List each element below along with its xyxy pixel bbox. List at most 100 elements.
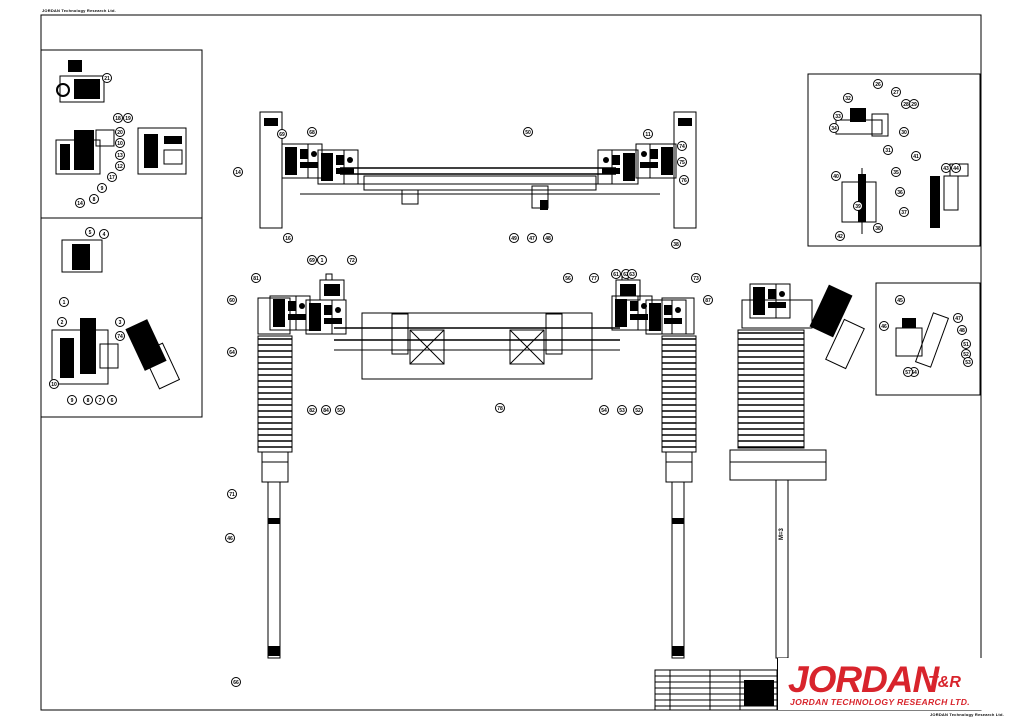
callout-inset-b-6: 6 bbox=[107, 395, 117, 405]
callout-inset-b-1: 1 bbox=[59, 297, 69, 307]
svg-text:8: 8 bbox=[87, 398, 90, 404]
svg-text:76: 76 bbox=[681, 178, 687, 184]
title-block bbox=[654, 669, 778, 711]
side-view-drawing bbox=[729, 283, 865, 659]
svg-text:39: 39 bbox=[855, 204, 861, 210]
right-insulator bbox=[661, 335, 697, 453]
callout-top-view-76: 76 bbox=[679, 175, 689, 185]
callout-inset-c-36: 36 bbox=[895, 187, 905, 197]
svg-text:9: 9 bbox=[101, 186, 104, 192]
svg-text:11: 11 bbox=[645, 132, 651, 138]
front-view-drawing bbox=[257, 273, 697, 659]
svg-text:54: 54 bbox=[601, 408, 607, 414]
callout-inset-c-42: 42 bbox=[835, 231, 845, 241]
svg-text:50: 50 bbox=[525, 130, 531, 136]
svg-text:44: 44 bbox=[953, 166, 959, 172]
callout-top-view-68: 68 bbox=[307, 127, 317, 137]
svg-text:51: 51 bbox=[963, 342, 969, 348]
callout-inset-b-7: 7 bbox=[95, 395, 105, 405]
svg-text:1: 1 bbox=[63, 300, 66, 306]
callout-inset-d-46: 46 bbox=[879, 321, 889, 331]
callout-front-view-77: 77 bbox=[589, 273, 599, 283]
svg-text:41: 41 bbox=[913, 154, 919, 160]
inset-box-c bbox=[807, 73, 981, 247]
svg-text:69: 69 bbox=[309, 258, 315, 264]
svg-text:84: 84 bbox=[323, 408, 329, 414]
inset-d-parts bbox=[895, 312, 950, 368]
callout-inset-c-30: 30 bbox=[899, 127, 909, 137]
callout-top-view-50: 50 bbox=[523, 127, 533, 137]
svg-text:52: 52 bbox=[635, 408, 641, 414]
svg-text:48: 48 bbox=[959, 328, 965, 334]
svg-text:63: 63 bbox=[629, 272, 635, 278]
svg-text:38: 38 bbox=[673, 242, 679, 248]
svg-text:18: 18 bbox=[115, 116, 121, 122]
svg-text:36: 36 bbox=[897, 190, 903, 196]
callout-front-view-82: 82 bbox=[307, 405, 317, 415]
svg-text:7: 7 bbox=[99, 398, 102, 404]
callout-top-view-38: 38 bbox=[671, 239, 681, 249]
inset-b-parts bbox=[51, 239, 181, 390]
callout-inset-c-43: 43 bbox=[941, 163, 951, 173]
svg-text:57: 57 bbox=[905, 370, 911, 376]
callout-front-view-78: 78 bbox=[495, 403, 505, 413]
svg-text:64: 64 bbox=[229, 350, 235, 356]
callout-inset-d-47: 47 bbox=[953, 313, 963, 323]
svg-text:35: 35 bbox=[893, 170, 899, 176]
svg-text:2: 2 bbox=[61, 320, 64, 326]
header-text: JORDAN Technology Research Ltd. bbox=[42, 8, 116, 13]
svg-text:62: 62 bbox=[623, 272, 629, 278]
svg-text:53: 53 bbox=[619, 408, 625, 414]
svg-text:29: 29 bbox=[911, 102, 917, 108]
svg-text:72: 72 bbox=[349, 258, 355, 264]
svg-text:31: 31 bbox=[885, 148, 891, 154]
logo-suffix: T&R bbox=[928, 674, 961, 691]
svg-text:20: 20 bbox=[117, 130, 123, 136]
callout-top-view-49: 49 bbox=[509, 233, 519, 243]
callout-inset-a-19: 19 bbox=[123, 113, 133, 123]
svg-text:46: 46 bbox=[881, 324, 887, 330]
callout-inset-b-2: 2 bbox=[57, 317, 67, 327]
callout-top-view-14: 14 bbox=[233, 167, 243, 177]
callout-inset-c-26: 26 bbox=[873, 79, 883, 89]
callout-inset-d-53: 53 bbox=[963, 357, 973, 367]
callout-inset-a-18: 18 bbox=[113, 113, 123, 123]
callout-inset-c-34: 34 bbox=[829, 123, 839, 133]
callout-inset-c-38: 38 bbox=[873, 223, 883, 233]
callout-front-view-71: 71 bbox=[227, 489, 237, 499]
svg-text:13: 13 bbox=[117, 153, 123, 159]
svg-text:33: 33 bbox=[835, 114, 841, 120]
svg-text:74: 74 bbox=[117, 334, 123, 340]
side-label: M=3 bbox=[779, 527, 785, 540]
callout-top-view-16: 16 bbox=[283, 233, 293, 243]
callout-front-view-69: 69 bbox=[307, 255, 317, 265]
svg-text:73: 73 bbox=[693, 276, 699, 282]
svg-text:71: 71 bbox=[229, 492, 235, 498]
callout-front-view-52: 52 bbox=[633, 405, 643, 415]
callout-inset-c-39: 39 bbox=[853, 201, 863, 211]
svg-text:52: 52 bbox=[963, 352, 969, 358]
svg-text:27: 27 bbox=[893, 90, 899, 96]
callout-front-view-81: 81 bbox=[251, 273, 261, 283]
svg-text:17: 17 bbox=[109, 175, 115, 181]
svg-text:1: 1 bbox=[321, 258, 324, 264]
svg-text:74: 74 bbox=[679, 144, 685, 150]
inset-a-parts bbox=[55, 60, 187, 175]
callout-inset-a-8: 8 bbox=[89, 194, 99, 204]
svg-text:8: 8 bbox=[93, 197, 96, 203]
callout-inset-c-41: 41 bbox=[911, 151, 921, 161]
svg-text:28: 28 bbox=[903, 102, 909, 108]
callout-top-view-74: 74 bbox=[677, 141, 687, 151]
svg-text:37: 37 bbox=[901, 210, 907, 216]
svg-text:75: 75 bbox=[679, 160, 685, 166]
svg-text:49: 49 bbox=[511, 236, 517, 242]
callout-inset-b-9: 9 bbox=[67, 395, 77, 405]
svg-text:53: 53 bbox=[965, 360, 971, 366]
callout-top-view-75: 75 bbox=[677, 157, 687, 167]
callout-inset-c-35: 35 bbox=[891, 167, 901, 177]
callout-front-view-84: 84 bbox=[321, 405, 331, 415]
cabinet-outline bbox=[361, 312, 593, 380]
svg-text:68: 68 bbox=[309, 130, 315, 136]
svg-text:30: 30 bbox=[901, 130, 907, 136]
